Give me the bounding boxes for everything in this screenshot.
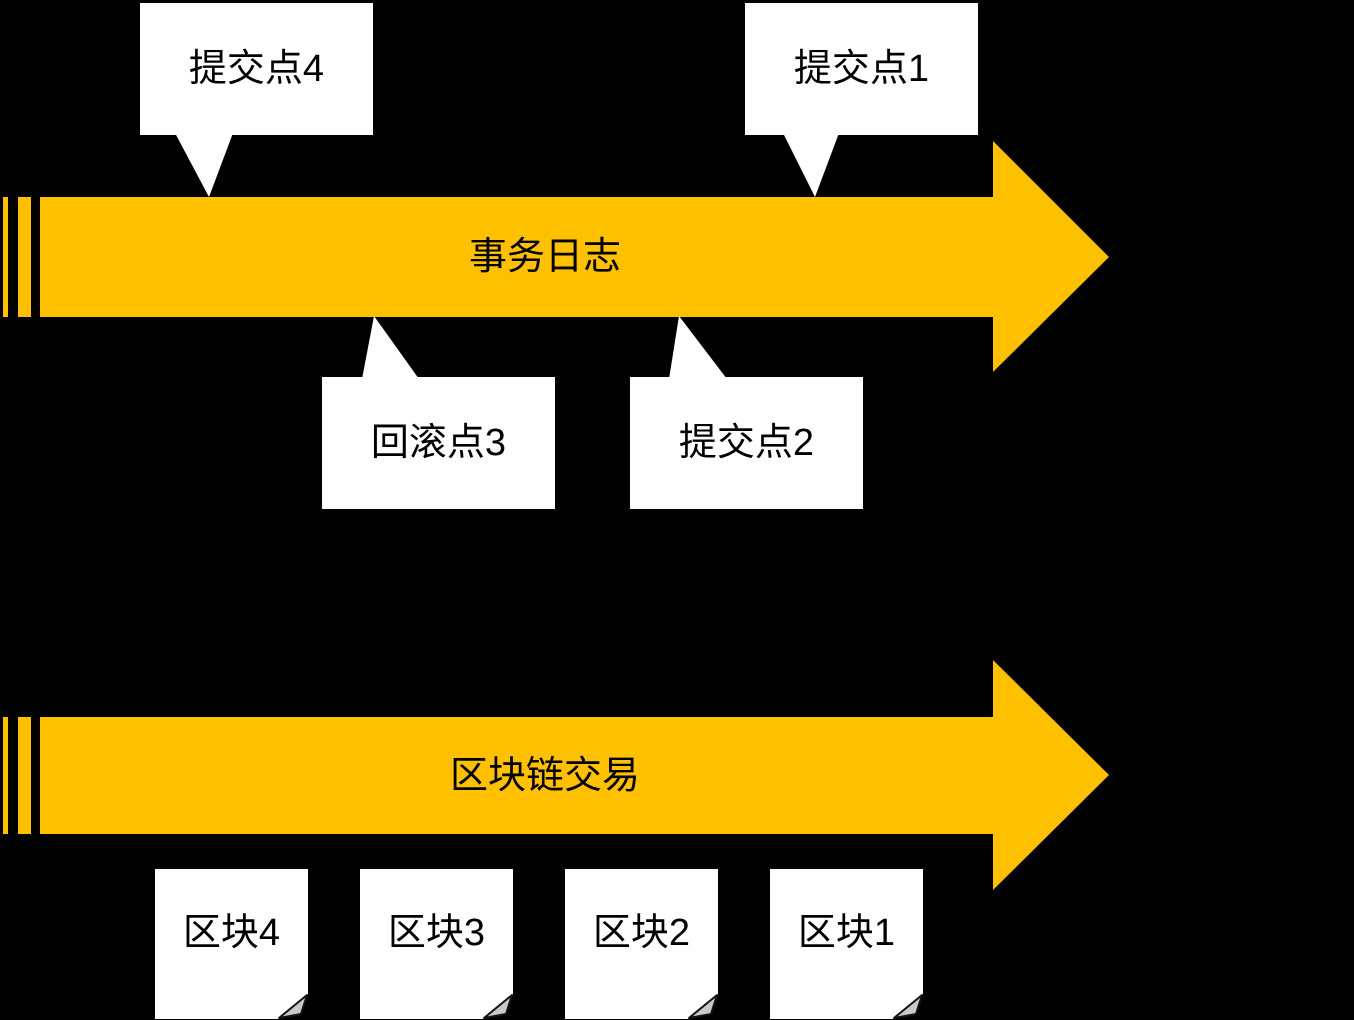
arrow-body — [40, 197, 993, 317]
arrow-body — [40, 717, 993, 834]
blockchain-transactions-arrow-label: 区块链交易 — [449, 754, 640, 797]
document-page — [155, 869, 308, 1019]
document-fold-corner — [688, 994, 718, 1019]
callout-commit-point-1: 提交点1 — [745, 3, 978, 135]
block-2-label: 区块2 — [592, 912, 691, 954]
document-page — [770, 869, 923, 1019]
block-3-document — [360, 869, 513, 1019]
arrow-stripe-thick — [18, 197, 31, 317]
callout-tail-commit-1 — [783, 133, 839, 197]
arrow-stripe-thin — [3, 717, 8, 834]
document-page — [565, 869, 718, 1019]
block-4-label: 区块4 — [182, 912, 281, 954]
transaction-log-arrow — [3, 141, 1109, 372]
document-page — [360, 869, 513, 1019]
callout-tail-commit-4 — [175, 133, 233, 197]
block-1-label: 区块1 — [797, 912, 896, 954]
callout-commit-point-4: 提交点4 — [140, 3, 373, 135]
transaction-log-arrow-label: 事务日志 — [468, 236, 621, 278]
callout-rollback-point-3-label: 回滚点3 — [370, 422, 507, 464]
arrow-stripe-thin — [3, 197, 8, 317]
arrow-head — [993, 660, 1109, 890]
arrow-head — [993, 141, 1109, 372]
callout-commit-point-2-label: 提交点2 — [678, 422, 815, 464]
callout-tail-commit-2 — [669, 316, 727, 379]
callout-tail-rollback-3 — [362, 316, 419, 379]
arrow-stripe-thick — [18, 717, 31, 834]
document-fold-corner — [278, 994, 308, 1019]
document-fold-corner — [893, 994, 923, 1019]
blockchain-transactions-arrow — [3, 660, 1109, 890]
block-2-document — [565, 869, 718, 1019]
callout-commit-point-4-label: 提交点4 — [188, 48, 325, 90]
callout-rollback-point-3: 回滚点3 — [322, 377, 555, 509]
document-fold-corner — [483, 994, 513, 1019]
callout-commit-point-2: 提交点2 — [630, 377, 863, 509]
block-1-document — [770, 869, 923, 1019]
block-4-document — [155, 869, 308, 1019]
block-3-label: 区块3 — [387, 912, 486, 954]
callout-commit-point-1-label: 提交点1 — [793, 48, 930, 90]
